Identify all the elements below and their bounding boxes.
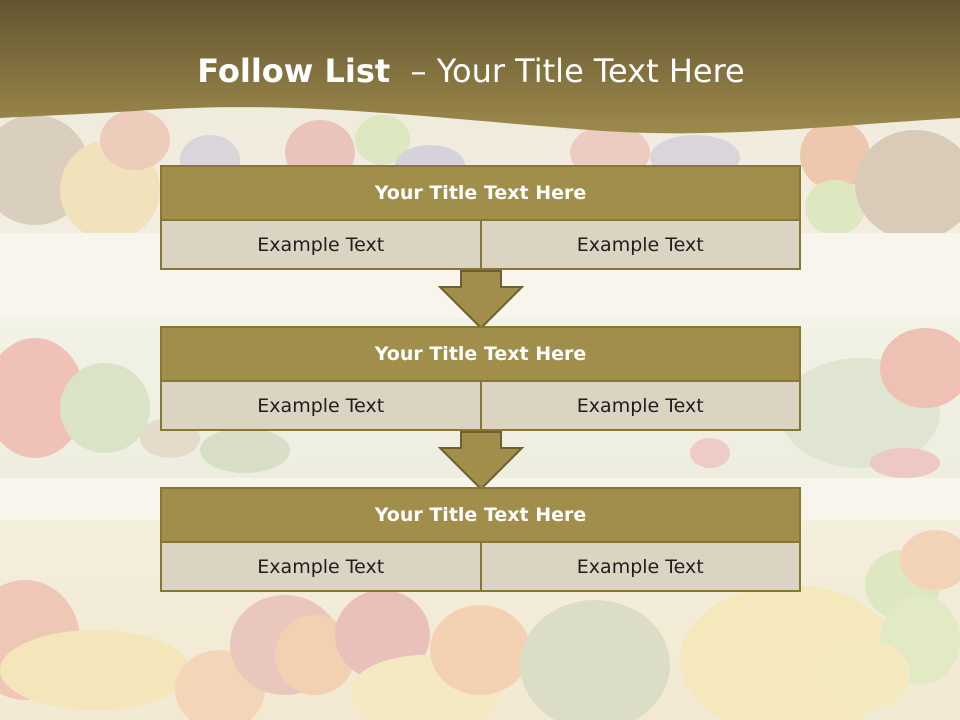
- box-title: Your Title Text Here: [160, 165, 801, 221]
- page-title: Follow List – Your Title Text Here: [0, 52, 942, 90]
- header-banner: [0, 0, 960, 134]
- down-arrow-icon: [438, 270, 524, 330]
- box-title: Your Title Text Here: [160, 487, 801, 543]
- box-cell-right: Example Text: [479, 221, 799, 268]
- box-row: Example Text Example Text: [160, 543, 801, 592]
- box-cell-left: Example Text: [162, 221, 480, 268]
- box-cell-left: Example Text: [162, 543, 480, 590]
- list-box-1: Your Title Text Here Example Text Exampl…: [160, 165, 801, 270]
- list-box-3: Your Title Text Here Example Text Exampl…: [160, 487, 801, 592]
- title-rest: – Your Title Text Here: [390, 52, 745, 90]
- box-row: Example Text Example Text: [160, 382, 801, 431]
- box-cell-right: Example Text: [479, 382, 799, 429]
- box-cell-right: Example Text: [479, 543, 799, 590]
- down-arrow-icon: [438, 431, 524, 491]
- box-row: Example Text Example Text: [160, 221, 801, 270]
- list-box-2: Your Title Text Here Example Text Exampl…: [160, 326, 801, 431]
- box-title: Your Title Text Here: [160, 326, 801, 382]
- title-bold: Follow List: [197, 52, 391, 90]
- box-cell-left: Example Text: [162, 382, 480, 429]
